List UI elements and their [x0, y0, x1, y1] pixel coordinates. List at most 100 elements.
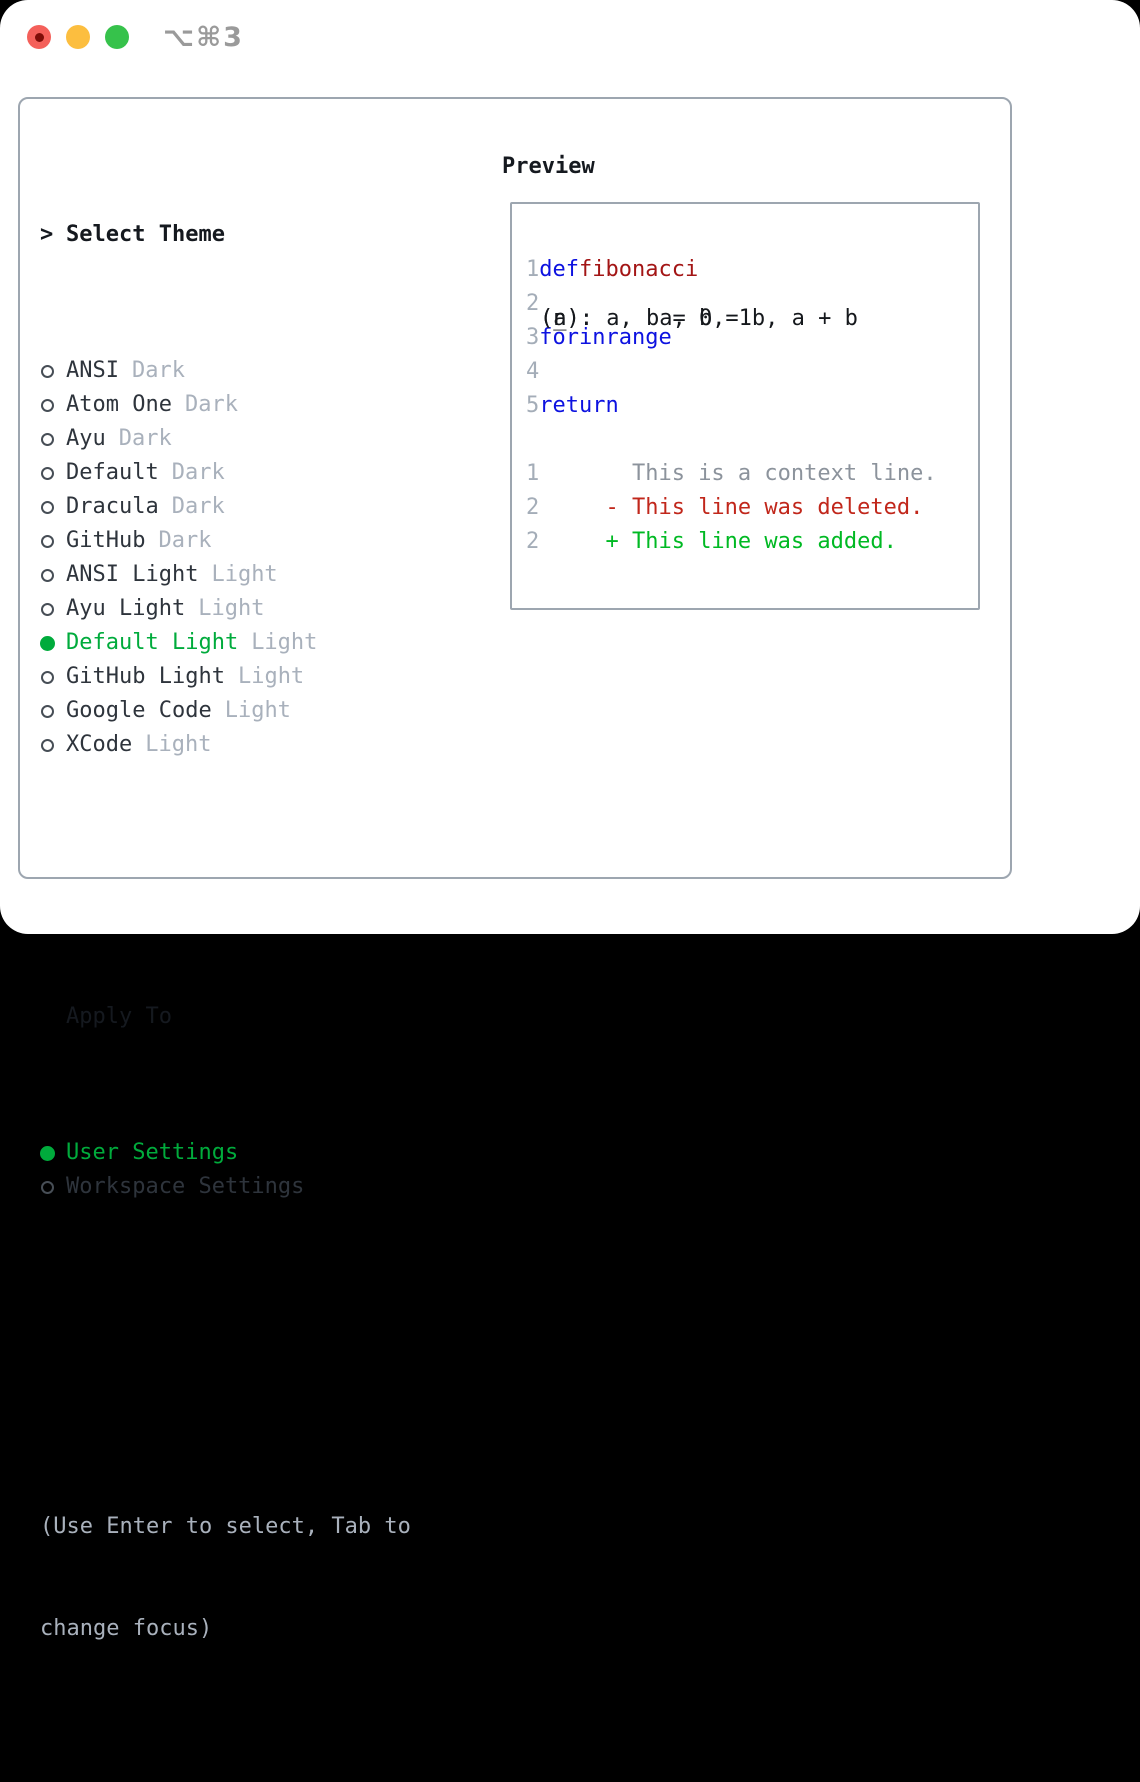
radio-unselected-icon [41, 738, 54, 752]
radio-selected-icon [40, 635, 55, 651]
code-line: 3 for _ in range(n): [526, 306, 937, 355]
radio-icon [40, 670, 66, 684]
apply-to-title: Apply To [66, 1004, 172, 1029]
theme-option[interactable]: XCode Light [40, 728, 411, 762]
line-number: 5 [526, 393, 540, 418]
radio-unselected-icon [41, 432, 54, 446]
radio-icon [40, 1180, 66, 1194]
code-token: return [539, 393, 619, 418]
theme-variant: Dark [118, 426, 172, 451]
apply-option[interactable]: Workspace Settings [40, 1170, 411, 1204]
theme-option[interactable]: GitHub Light Light [40, 660, 411, 694]
radio-icon [40, 398, 66, 412]
radio-unselected-icon [41, 364, 54, 378]
radio-icon [40, 364, 66, 378]
code-token: a [540, 306, 567, 331]
line-number: 1 [526, 257, 540, 282]
close-dot-icon [34, 32, 44, 42]
radio-unselected-icon [41, 670, 54, 684]
maximize-button[interactable] [105, 25, 129, 49]
radio-icon [40, 568, 66, 582]
line-number: 1 [526, 461, 540, 486]
theme-name: Ayu Light [66, 596, 186, 621]
theme-option[interactable]: ANSI Dark [40, 354, 411, 388]
theme-list-title: Select Theme [66, 222, 225, 247]
line-number: 2 [526, 495, 540, 520]
theme-option[interactable]: Default Light Light [40, 626, 411, 660]
code-line: 4 a, b = b, a + b [526, 306, 937, 389]
line-number: 2 [526, 291, 540, 316]
code-token: a, b = 0, 1 [540, 306, 752, 331]
radio-icon [40, 635, 66, 651]
code-token: in [579, 325, 606, 350]
theme-variant: Light [237, 664, 305, 689]
theme-variant: Dark [171, 494, 225, 519]
theme-name: Ayu [66, 426, 106, 451]
radio-icon [40, 602, 66, 616]
code-token: _ [540, 306, 580, 331]
radio-unselected-icon [41, 1180, 54, 1194]
radio-icon [40, 534, 66, 548]
code-token: - This line was deleted. [539, 495, 924, 520]
apply-option-label: User Settings [66, 1140, 239, 1165]
code-line: 1 This is a context line. [526, 457, 937, 491]
theme-variant: Light [251, 630, 318, 655]
theme-variant: Light [198, 596, 265, 621]
theme-option[interactable]: Ayu Dark [40, 422, 411, 456]
apply-option[interactable]: User Settings [40, 1136, 411, 1170]
theme-option[interactable]: Atom One Dark [40, 388, 411, 422]
theme-option[interactable]: Google Code Light [40, 694, 411, 728]
code-line: 5 return a [526, 306, 937, 423]
theme-name: XCode [66, 732, 133, 757]
code-token: range [605, 325, 672, 350]
code-line: 2 + This line was added. [526, 525, 937, 559]
code-token: for [539, 325, 579, 350]
theme-variant: Light [211, 562, 278, 587]
code-token: (n): [540, 306, 593, 331]
code-token: def [539, 257, 579, 282]
titlebar: ⌥⌘3 [0, 0, 1140, 74]
code-token: + This line was added. [539, 529, 897, 554]
theme-name: Default Light [66, 630, 239, 655]
theme-variant: Dark [184, 392, 238, 417]
theme-name: ANSI [66, 358, 119, 383]
code-token: This is a context line. [539, 461, 937, 486]
theme-name: ANSI Light [66, 562, 199, 587]
close-button[interactable] [27, 25, 51, 49]
code-blank-line [526, 423, 937, 457]
radio-icon [40, 1145, 66, 1161]
theme-variant: Light [145, 732, 212, 757]
prompt-icon: > [40, 222, 54, 247]
theme-variant: Dark [171, 460, 225, 485]
theme-name: Google Code [66, 698, 212, 723]
code-line: 1 def fibonacci(n): [526, 253, 937, 331]
window-hotkey-label: ⌥⌘3 [163, 22, 244, 53]
code-token: a, b = b, a + b [540, 306, 858, 331]
minimize-button[interactable] [66, 25, 90, 49]
radio-unselected-icon [41, 398, 54, 412]
radio-selected-icon [40, 1145, 55, 1161]
theme-option[interactable]: Ayu Light Light [40, 592, 411, 626]
code-token: (n): [540, 306, 593, 331]
code-line: 2 a, b = 0, 1 [526, 287, 937, 331]
radio-unselected-icon [41, 500, 54, 514]
radio-icon [40, 466, 66, 480]
theme-option[interactable]: ANSI Light Light [40, 558, 411, 592]
theme-name: Atom One [66, 392, 172, 417]
theme-variant: Dark [131, 358, 185, 383]
radio-unselected-icon [41, 568, 54, 582]
radio-icon [40, 704, 66, 718]
theme-name: GitHub Light [66, 664, 225, 689]
theme-variant: Light [224, 698, 291, 723]
radio-icon [40, 738, 66, 752]
radio-unselected-icon [41, 704, 54, 718]
theme-variant: Dark [158, 528, 212, 553]
